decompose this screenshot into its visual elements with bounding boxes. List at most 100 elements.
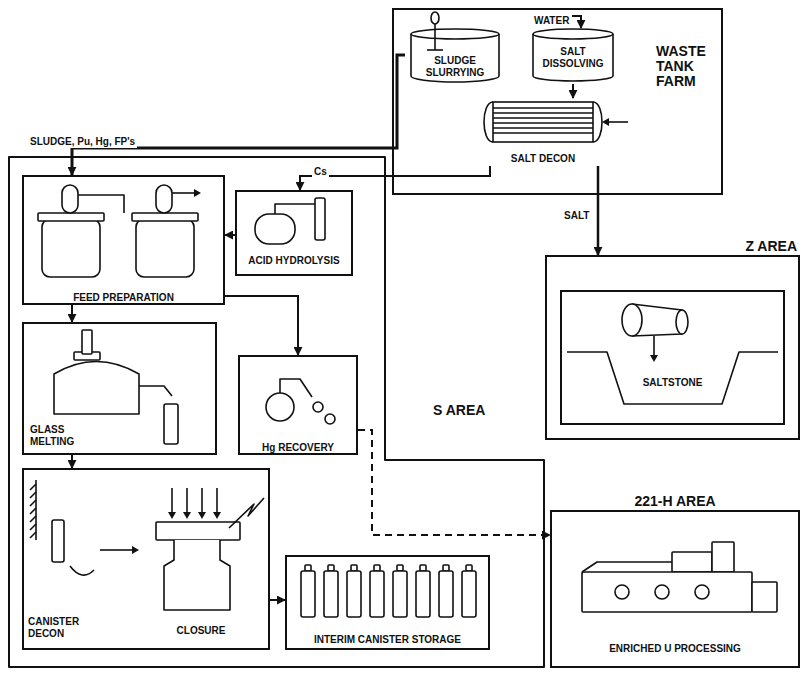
wall-line [35,480,37,540]
pour-line [653,336,655,356]
text-slot: SALT DECON [478,148,608,166]
press-arrow [201,488,203,512]
outline-shape [305,565,311,571]
process-label: SALTSTONE [643,377,703,389]
flow-connector [597,166,600,255]
wall-hatch [30,516,36,522]
process-label: INTERIM CANISTER STORAGE [314,634,461,646]
text-slot: CANISTER DECON [28,616,92,641]
outline-shape [42,219,100,277]
label-slot: WATER [532,10,571,28]
arrow-head [602,118,609,126]
outline-shape [582,572,752,612]
process-label: ENRICHED U PROCESSING [609,643,741,655]
outline-shape [374,565,380,571]
outline-shape [62,185,78,213]
flow-label: Cs [312,166,329,178]
process-label: SALT DISSOLVING [538,46,608,70]
process-box: Hg RECOVERY [238,355,358,455]
text-slot: Hg RECOVERY [240,437,356,455]
tube-line [493,107,593,109]
flow-label: SLUDGE, Pu, Hg, FP's [28,136,137,148]
area-heading: WASTE TANK FARM [656,44,720,89]
outline-shape [325,414,335,424]
stream-label: WATER [532,15,571,27]
outline-shape [156,522,240,540]
tube-line [493,112,593,114]
arrow-head [183,512,191,519]
text-slot: 221-H AREA [552,492,798,510]
pour-spout [139,386,172,396]
process-label: SALT DECON [511,153,575,165]
process-box: FEED PREPARATION [22,175,225,305]
tube-line [493,117,593,119]
area-region: 221-H AREAENRICHED U PROCESSING [550,510,800,668]
heat-exchanger: SALT DECON [478,98,608,166]
outline-shape [164,404,178,444]
arrow-head [213,512,221,519]
arrow-head [132,546,139,554]
process-label: ACID HYDROLYSIS [248,255,339,267]
arrow-head [198,512,206,519]
area-region: S AREA FEED PREPARATION ACID HYDROLYSIS GLA… [8,156,545,668]
outline-shape [347,571,361,617]
outline-shape [136,219,194,277]
text-slot: S AREA [433,401,543,419]
text-slot: GLASS MELTING [30,424,90,449]
tank: SALT DISSOLVING [528,26,618,84]
outline-shape [439,571,453,617]
outline-shape [676,310,688,334]
outline-shape [431,12,439,24]
area-region: WASTE TANK FARM SLUDGE SLURRYING SALT DISS… [392,8,723,195]
outline-shape [132,213,198,221]
text-slot: INTERIM CANISTER STORAGE [287,629,488,647]
outline-shape [52,520,64,562]
press-arrow [186,488,188,512]
flow-connector [270,599,285,601]
process-label: SLUDGE SLURRYING [419,55,491,79]
text-slot: ACID HYDROLYSIS [237,250,351,268]
melter-body [54,362,139,415]
outline-shape [462,571,476,617]
wall-hatch [30,484,36,490]
outline-shape [315,198,325,240]
wall-hatch [30,524,36,530]
outline-shape [324,571,338,617]
process-box: ACID HYDROLYSIS [235,190,353,276]
outline-shape [313,402,323,412]
tank-body [411,34,499,82]
transfer-arrow [100,549,132,551]
flow-connector [572,84,574,98]
text-slot: ENRICHED U PROCESSING [552,638,798,656]
exchanger-head [593,102,602,142]
outline-shape [156,185,172,213]
outline-shape [655,585,669,599]
area-outline [9,157,544,667]
outline-shape [397,565,403,571]
area-region: Z AREASALTSTONE [545,255,800,440]
press-arrow [216,488,218,512]
text-slot: WASTE TANK FARM [656,44,720,90]
rotation-arrow [70,566,94,575]
outline-shape [622,304,642,336]
outline-shape [38,213,104,221]
exchanger-head [484,102,493,142]
flow-connector [358,430,550,535]
outline-shape [416,571,430,617]
outline-shape [695,585,709,599]
outline-shape [301,571,315,617]
outline-shape [328,565,334,571]
wall-hatch [30,492,36,498]
tube-line [493,122,593,124]
flow-label: SALT [562,210,591,222]
outline-shape [82,330,92,354]
tank-body [533,34,613,81]
arrow-head [650,355,658,362]
flow-connector [225,296,298,355]
outline-shape [466,565,472,571]
offgas-pipe [172,192,194,194]
outline-shape [493,102,593,142]
process-label: CANISTER DECON [28,616,92,640]
text-slot: SALTSTONE [612,372,733,390]
